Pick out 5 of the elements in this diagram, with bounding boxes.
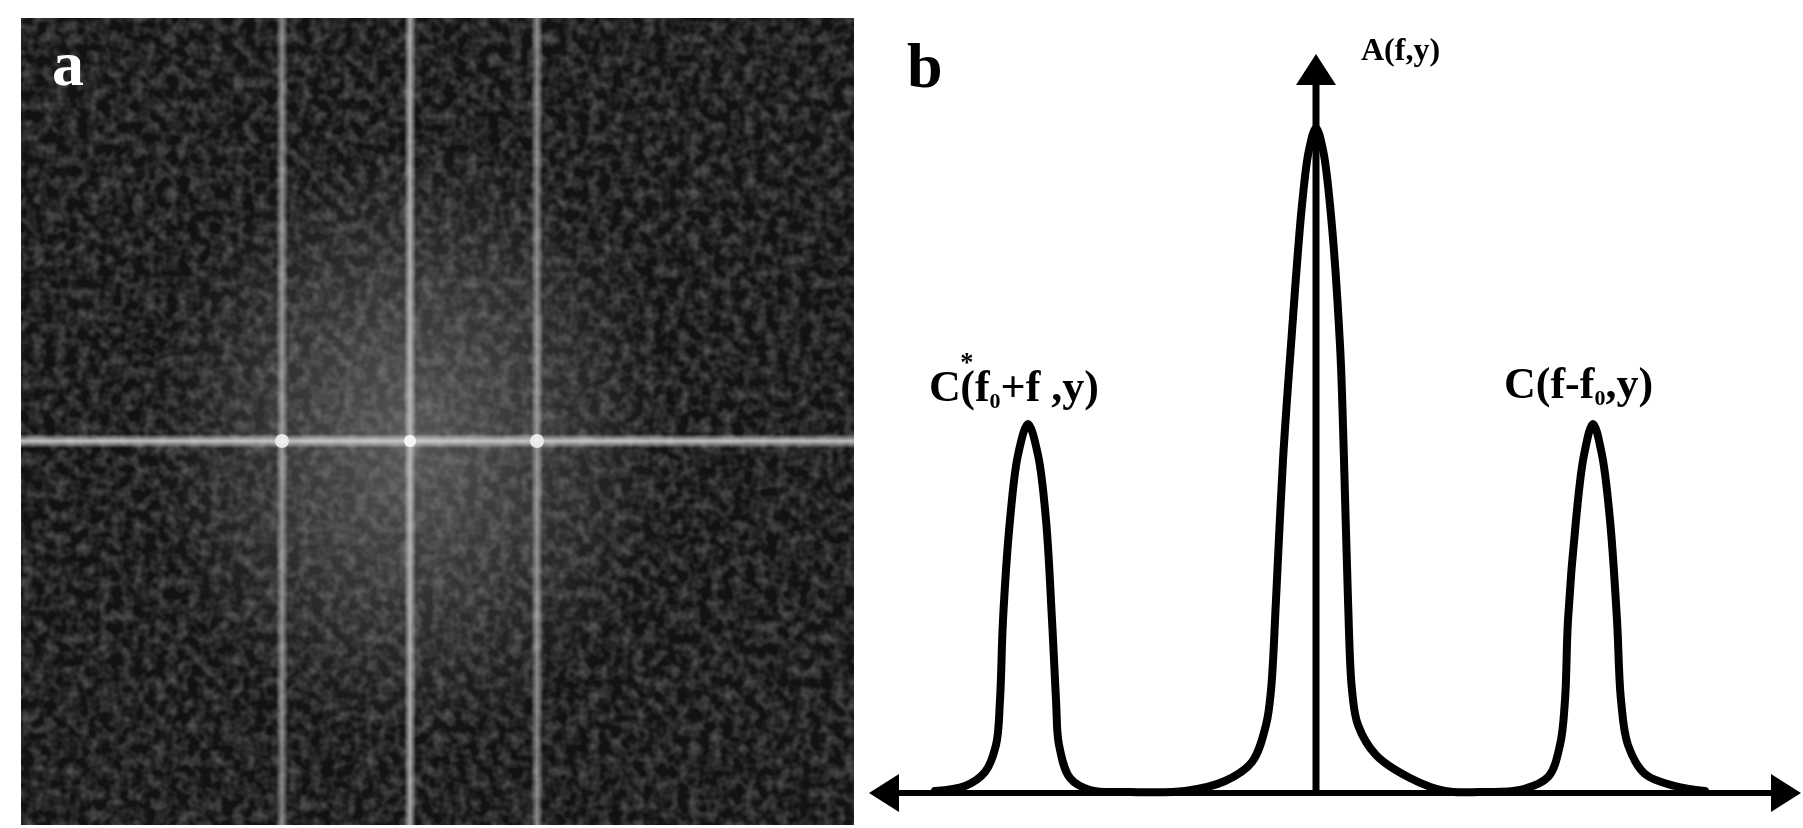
panel-label: a: [52, 32, 84, 100]
peak-label: C$^{*}$(f$_{0}$+f ,y): [929, 346, 1099, 414]
peak-label: C(f-f$_{0}$,y): [1504, 358, 1654, 410]
axis-label: A(f,y): [1361, 33, 1441, 69]
panel-label: b: [907, 34, 943, 102]
